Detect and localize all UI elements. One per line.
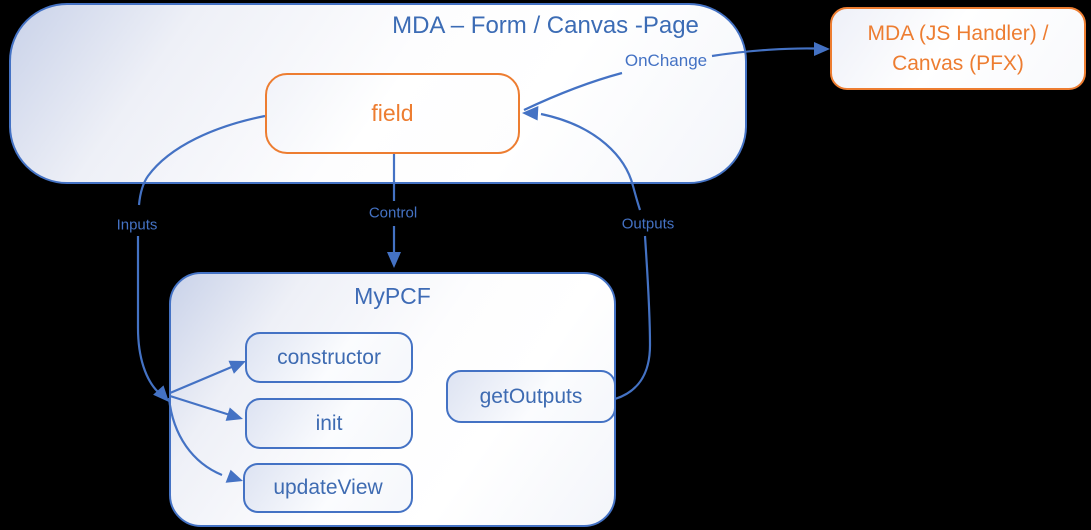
onchange-edge-label: OnChange bbox=[624, 51, 708, 70]
mypcf-title: MyPCF bbox=[354, 283, 431, 309]
control-arrowhead-icon bbox=[387, 252, 401, 268]
init-label: init bbox=[315, 411, 343, 435]
field-label: field bbox=[371, 100, 414, 126]
updateview-node: updateView bbox=[243, 463, 413, 513]
connector-outputs-upper bbox=[540, 112, 642, 211]
field-node: field bbox=[265, 73, 520, 154]
connector-outputs-lower bbox=[614, 235, 652, 401]
mda-container-title: MDA – Form / Canvas -Page bbox=[392, 12, 699, 39]
onchange-arrowhead-icon bbox=[814, 42, 830, 56]
connector-fan-init bbox=[169, 394, 231, 417]
connector-onchange-left bbox=[523, 71, 623, 111]
inputs-edge-label: Inputs bbox=[116, 216, 158, 234]
outputs-edge-label: Outputs bbox=[621, 215, 675, 233]
connector-onchange-right bbox=[711, 47, 816, 58]
control-edge-label: Control bbox=[368, 204, 418, 222]
handler-label-line1: MDA (JS Handler) / bbox=[867, 21, 1049, 45]
updateview-arrowhead-icon bbox=[225, 469, 243, 483]
init-arrowhead-icon bbox=[225, 407, 243, 421]
outputs-arrowhead-icon bbox=[522, 106, 539, 121]
connector-inputs-upper bbox=[137, 114, 266, 206]
constructor-label: constructor bbox=[277, 345, 381, 369]
updateview-label: updateView bbox=[273, 476, 383, 499]
constructor-node: constructor bbox=[245, 332, 413, 383]
js-handler-node: MDA (JS Handler) / Canvas (PFX) bbox=[830, 7, 1086, 90]
connector-fan-constructor bbox=[169, 364, 235, 395]
init-node: init bbox=[245, 398, 413, 449]
connector-fan-updateview bbox=[167, 397, 223, 477]
getoutputs-node: getOutputs bbox=[446, 370, 616, 423]
constructor-arrowhead-icon bbox=[228, 360, 246, 374]
connector-inputs-lower bbox=[136, 236, 159, 393]
getoutputs-label: getOutputs bbox=[479, 384, 583, 408]
inputs-arrowhead-icon bbox=[153, 385, 169, 402]
handler-label-line2: Canvas (PFX) bbox=[892, 51, 1024, 75]
